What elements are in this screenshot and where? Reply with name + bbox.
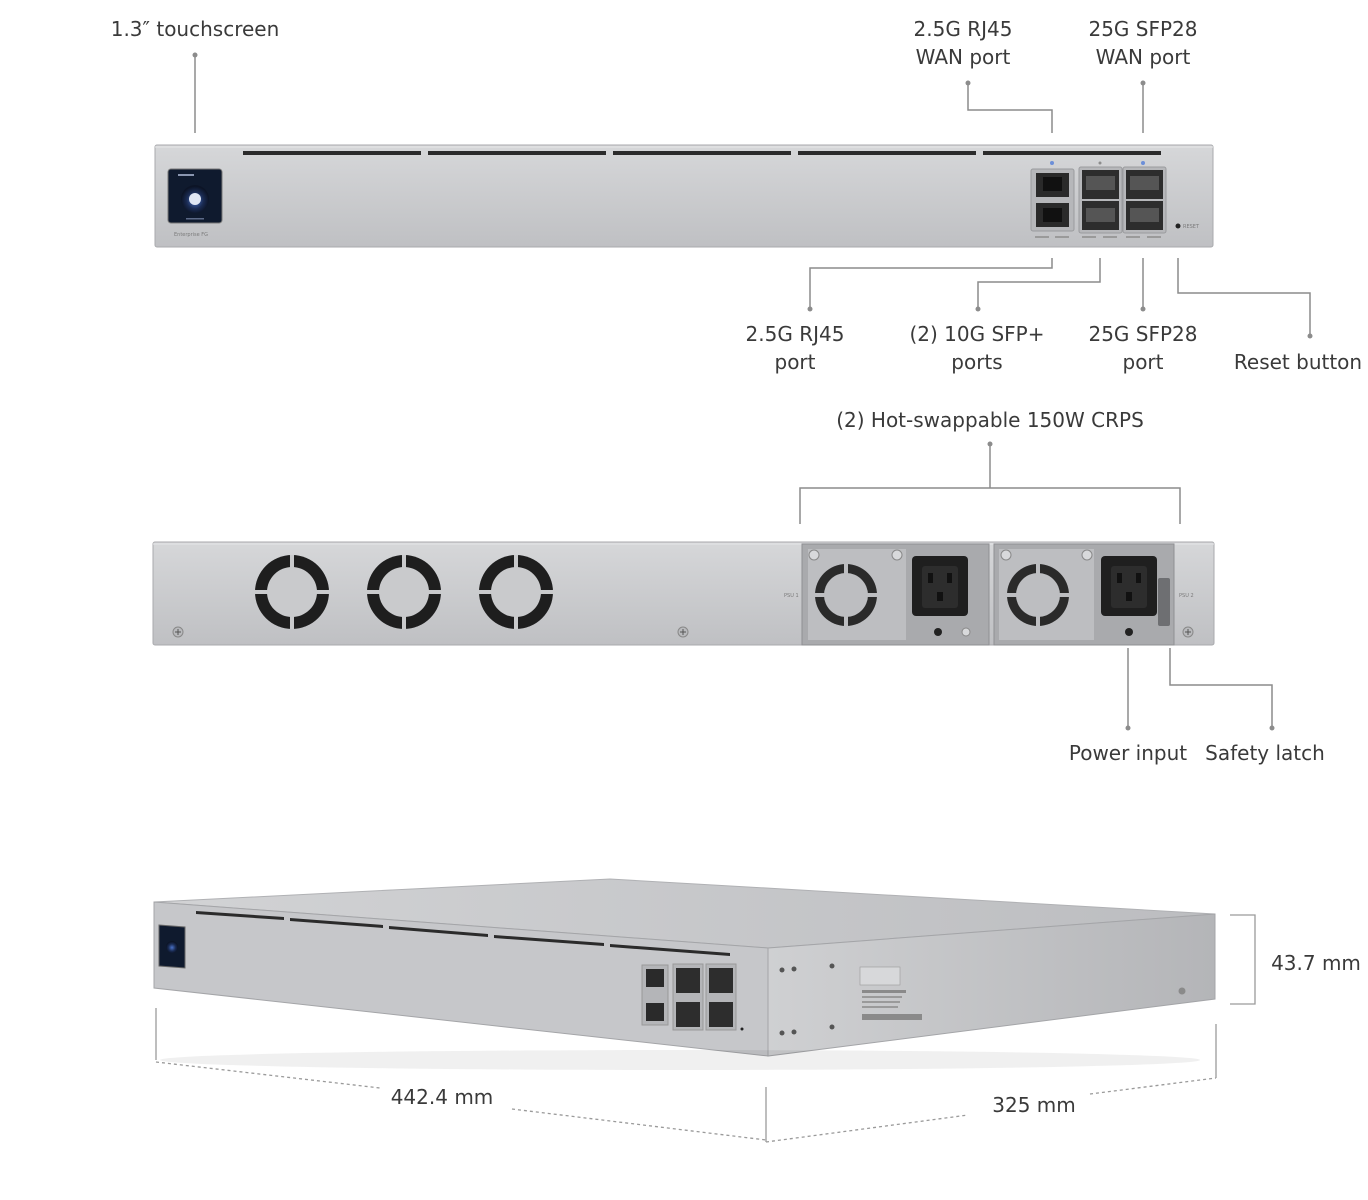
label-power-input: Power input xyxy=(1069,741,1187,765)
label-wan-sfp28: 25G SFP28 xyxy=(1088,17,1197,41)
dimension-width: 442.4 mm xyxy=(391,1085,494,1109)
safety-latch[interactable] xyxy=(1158,578,1170,626)
reset-button[interactable] xyxy=(1175,223,1181,229)
device-side-face xyxy=(767,913,1216,1057)
label-reset: Reset button xyxy=(1234,350,1362,374)
dimension-lines xyxy=(155,914,1256,1143)
perspective-ports xyxy=(641,963,744,1031)
fan-1 xyxy=(255,555,329,629)
rear-view: PSU 1 PSU 2 xyxy=(152,408,1325,765)
psu-1[interactable] xyxy=(801,543,990,646)
reset-device-label: RESET xyxy=(1183,224,1200,230)
sfp-plus-port-1[interactable] xyxy=(1082,170,1119,199)
rear-screw-right xyxy=(1182,626,1194,638)
label-sfp-plus: (2) 10G SFP+ xyxy=(909,322,1044,346)
front-vents xyxy=(243,151,1161,155)
label-touchscreen: 1.3″ touchscreen xyxy=(111,17,280,41)
dimension-depth: 325 mm xyxy=(992,1093,1076,1117)
psu-2-device-label: PSU 2 xyxy=(1179,593,1194,599)
sfp-plus-port-2[interactable] xyxy=(1082,201,1119,230)
fan-vents xyxy=(255,555,553,629)
fan-3 xyxy=(479,555,553,629)
label-safety-latch: Safety latch xyxy=(1205,741,1325,765)
perspective-view: 442.4 mm 325 mm 43.7 mm xyxy=(153,878,1361,1143)
rj45-wan-port[interactable] xyxy=(1036,173,1069,197)
label-psu: (2) Hot-swappable 150W CRPS xyxy=(836,408,1144,432)
label-wan-sfp28-2: WAN port xyxy=(1096,45,1191,69)
dimension-height: 43.7 mm xyxy=(1271,951,1361,975)
label-rj45-2: port xyxy=(775,350,816,374)
fan-2 xyxy=(367,555,441,629)
rear-screw-left xyxy=(172,626,184,638)
sfp28-port-group xyxy=(1122,166,1167,238)
front-chassis xyxy=(154,144,1214,248)
label-sfp28: 25G SFP28 xyxy=(1088,322,1197,346)
psu-1-device-label: PSU 1 xyxy=(784,593,799,599)
sfp28-port[interactable] xyxy=(1126,201,1163,230)
rear-screw-mid xyxy=(677,626,689,638)
perspective-vents xyxy=(196,911,730,956)
label-sfp28-2: port xyxy=(1123,350,1164,374)
label-wan-rj45: 2.5G RJ45 xyxy=(914,17,1013,41)
sfp-plus-port-group xyxy=(1078,166,1123,238)
psu-2[interactable] xyxy=(993,543,1175,646)
rj45-port-group xyxy=(1030,168,1075,238)
label-rj45: 2.5G RJ45 xyxy=(746,322,845,346)
perspective-touchscreen xyxy=(158,924,186,969)
touchscreen[interactable] xyxy=(167,168,223,224)
rear-callouts xyxy=(799,441,1275,731)
label-sfp-plus-2: ports xyxy=(951,350,1002,374)
front-view: Enterprise FG xyxy=(111,17,1362,374)
perspective-side-details xyxy=(779,963,1186,1036)
device-brand-label: Enterprise FG xyxy=(174,232,208,238)
sfp28-wan-port[interactable] xyxy=(1126,170,1163,199)
front-callouts xyxy=(192,52,1313,339)
rj45-port[interactable] xyxy=(1036,203,1069,227)
label-wan-rj45-2: WAN port xyxy=(916,45,1011,69)
